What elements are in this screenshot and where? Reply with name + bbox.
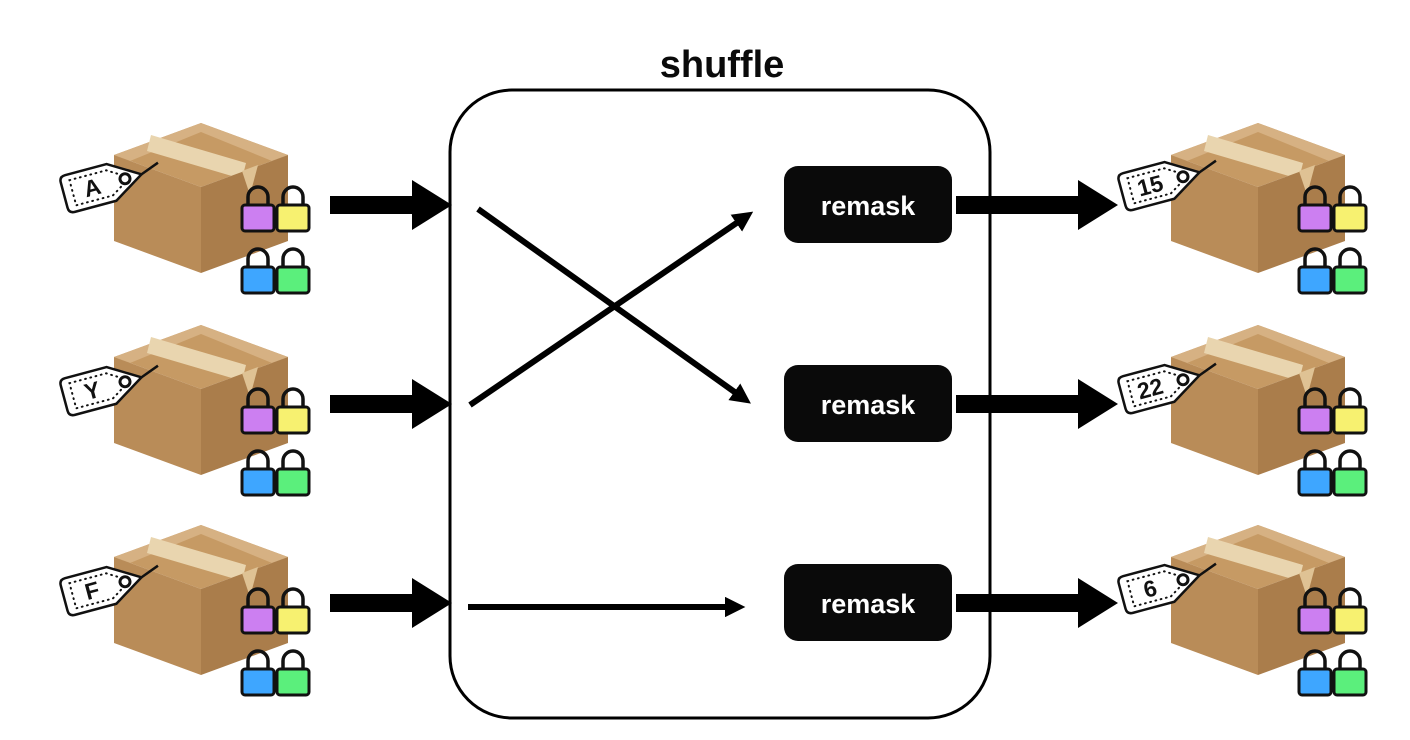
remask-box-3: remask [784, 564, 952, 641]
input-tag-2: Y [57, 352, 167, 418]
input-arrow-1 [330, 180, 452, 230]
remask-box-1-label: remask [821, 191, 917, 221]
shuffle-arrow-cross-down [476, 206, 751, 404]
input-arrow-2 [330, 379, 452, 429]
output-arrow-3 [956, 578, 1118, 628]
output-package-1 [1171, 123, 1366, 293]
input-package-1 [114, 123, 309, 293]
shuffle-arrow-cross-up [468, 211, 754, 408]
remask-box-3-bg [784, 564, 952, 641]
output-tag-2: 22 [1115, 350, 1225, 416]
output-tag-1: 15 [1115, 147, 1225, 213]
remask-box-3-label: remask [821, 589, 917, 619]
remask-box-1-bg [784, 166, 952, 243]
output-package-3 [1171, 525, 1366, 695]
input-tag-3-label: F [82, 576, 102, 605]
remask-box-2-bg [784, 365, 952, 442]
input-tag-3: F [57, 552, 167, 618]
input-package-3 [114, 525, 309, 695]
remask-box-1: remask [784, 166, 952, 243]
output-arrow-1 [956, 180, 1118, 230]
input-package-2 [114, 325, 309, 495]
output-package-2 [1171, 325, 1366, 495]
output-tag-3: 6 [1115, 550, 1225, 616]
input-tag-1-label: A [81, 173, 104, 202]
input-arrow-3 [330, 578, 452, 628]
input-tag-2-label: Y [81, 376, 103, 405]
output-arrow-2 [956, 379, 1118, 429]
remask-box-2-label: remask [821, 390, 917, 420]
remask-box-2: remask [784, 365, 952, 442]
input-tag-1: A [57, 149, 167, 215]
shuffle-title: shuffle [660, 44, 785, 86]
